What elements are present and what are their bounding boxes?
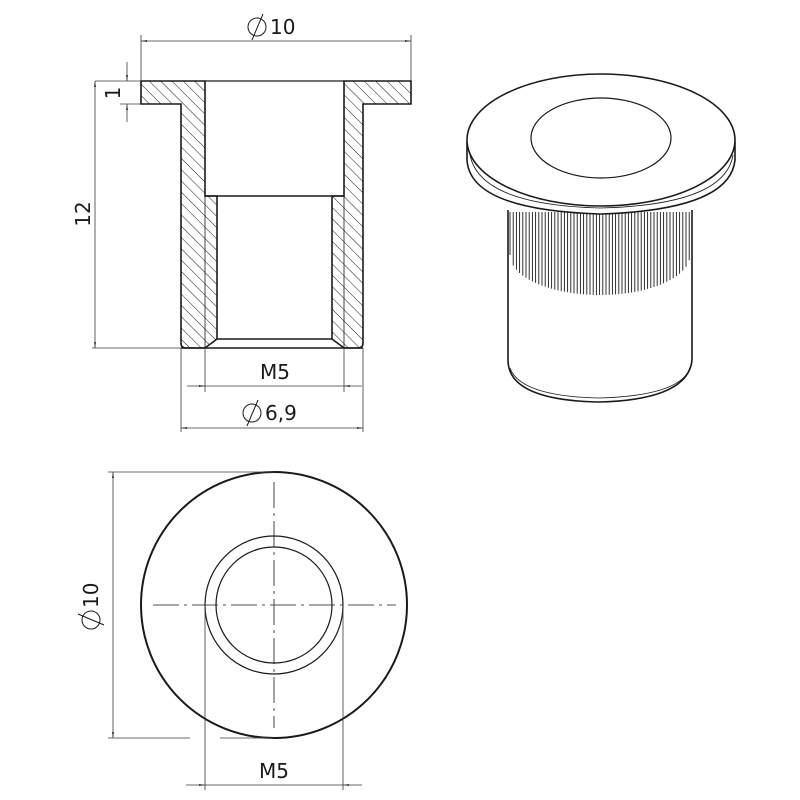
dim-text: 6,9 [265, 401, 297, 425]
dim-thread-section [187, 348, 362, 392]
flange-top-face [466, 73, 736, 207]
dim-text: 10 [79, 583, 103, 608]
shank-body [507, 210, 693, 403]
dim-text-total-length: 12 [71, 201, 95, 226]
centerlines [153, 482, 396, 728]
dim-top-thread [186, 605, 362, 790]
dim-text-flange-thickness: 1 [101, 87, 125, 100]
top-view [140, 471, 408, 739]
dim-top-flange-diameter-label: 10 [77, 583, 105, 630]
bore-opening [530, 97, 672, 179]
section-left-wall [140, 80, 218, 349]
dim-body-diameter-label: 6,9 [242, 399, 297, 427]
dim-text: 10 [270, 15, 295, 39]
dim-total-length [92, 81, 181, 349]
isometric-view [466, 73, 736, 403]
dim-flange-thickness [95, 62, 141, 122]
diameter-symbol-icon [242, 403, 262, 423]
dim-body-diameter [180, 348, 364, 432]
section-view [140, 80, 412, 349]
knurling [509, 212, 690, 295]
dim-flange-diameter [140, 35, 412, 81]
dim-text-top-thread: M5 [259, 759, 289, 783]
dim-top-flange-diameter [108, 471, 274, 739]
dim-flange-diameter-label: 10 [247, 13, 295, 41]
diameter-symbol-icon [247, 17, 267, 37]
dim-text-thread: M5 [260, 360, 290, 384]
diameter-symbol-icon [81, 610, 101, 630]
